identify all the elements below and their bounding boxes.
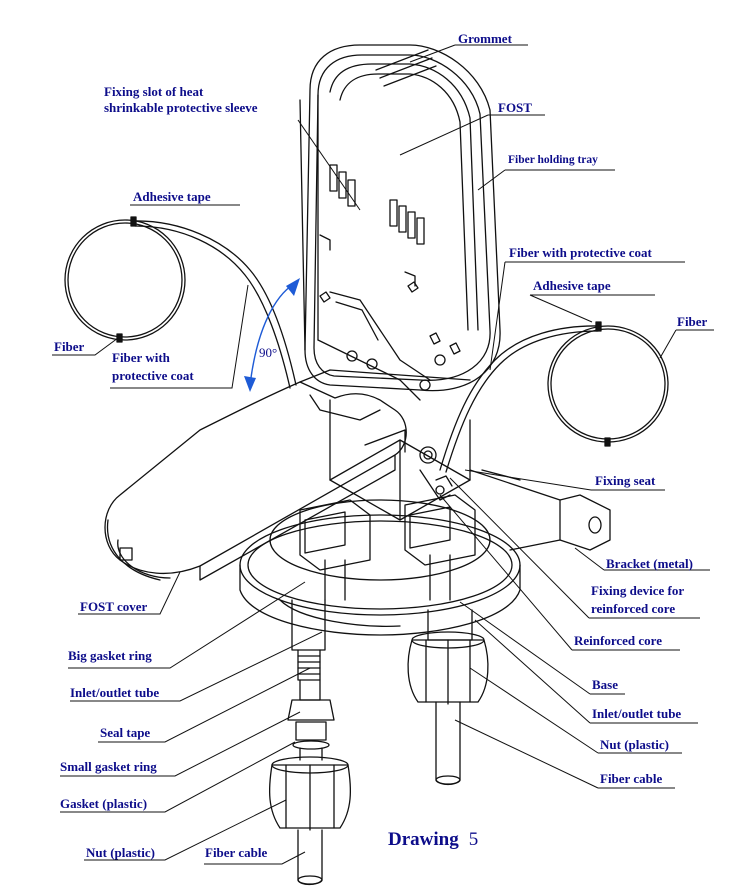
rotation-arrow-head-bottom <box>244 376 256 392</box>
label-big-gasket-ring: Big gasket ring <box>68 648 152 663</box>
label-bracket: Bracket (metal) <box>606 556 693 571</box>
label-fiber-cable-right: Fiber cable <box>600 771 663 786</box>
label-fost-cover: FOST cover <box>80 599 148 614</box>
rotation-arrow <box>249 281 299 386</box>
label-fiber-right: Fiber <box>677 314 708 329</box>
label-gasket-plastic: Gasket (plastic) <box>60 796 148 811</box>
caption-title: Drawing <box>388 829 459 850</box>
drawing-caption: Drawing 5 <box>388 829 478 851</box>
rotation-arrow-head-top <box>286 278 300 296</box>
right-tube-assembly <box>407 609 489 786</box>
label-grommet: Grommet <box>458 31 512 46</box>
label-base: Base <box>592 677 618 692</box>
left-tube-assembly <box>268 599 352 886</box>
label-fixing-seat: Fixing seat <box>595 473 656 488</box>
label-fiber-protective-coat-left-line1: Fiber with <box>112 350 170 365</box>
caption-number: 5 <box>468 829 479 850</box>
fost-body <box>299 44 501 401</box>
left-fiber-coil <box>64 216 297 389</box>
label-nut-plastic-left: Nut (plastic) <box>86 845 155 860</box>
label-fixing-device-line1: Fixing device for <box>591 583 685 598</box>
label-seal-tape: Seal tape <box>100 725 151 740</box>
label-fost: FOST <box>498 100 532 115</box>
label-fixing-slot-line1: Fixing slot of heat <box>104 84 204 99</box>
label-adhesive-tape-left: Adhesive tape <box>133 189 211 204</box>
label-fiber-cable-bottom: Fiber cable <box>205 845 268 860</box>
fost-cover <box>104 369 471 581</box>
label-fiber-protective-coat-left-line2: protective coat <box>112 368 194 383</box>
right-fiber-coil <box>439 321 669 473</box>
base-housing <box>239 399 521 636</box>
label-angle: 90° <box>259 345 278 360</box>
label-adhesive-tape-right: Adhesive tape <box>533 278 611 293</box>
bracket <box>469 469 611 551</box>
label-fiber-left: Fiber <box>54 339 85 354</box>
leader-lines <box>52 44 714 865</box>
label-reinforced-core: Reinforced core <box>574 633 662 648</box>
label-small-gasket-ring: Small gasket ring <box>60 759 157 774</box>
label-inlet-outlet-tube-left: Inlet/outlet tube <box>70 685 160 700</box>
label-fixing-device-line2: reinforced core <box>591 601 676 616</box>
label-nut-plastic-right: Nut (plastic) <box>600 737 669 752</box>
label-fixing-slot-line2: shrinkable protective sleeve <box>104 100 258 115</box>
label-inlet-outlet-tube-right: Inlet/outlet tube <box>592 706 682 721</box>
label-fiber-protective-coat-right: Fiber with protective coat <box>509 245 652 260</box>
fixing-device <box>419 446 453 501</box>
label-fiber-holding-tray: Fiber holding tray <box>508 154 598 166</box>
